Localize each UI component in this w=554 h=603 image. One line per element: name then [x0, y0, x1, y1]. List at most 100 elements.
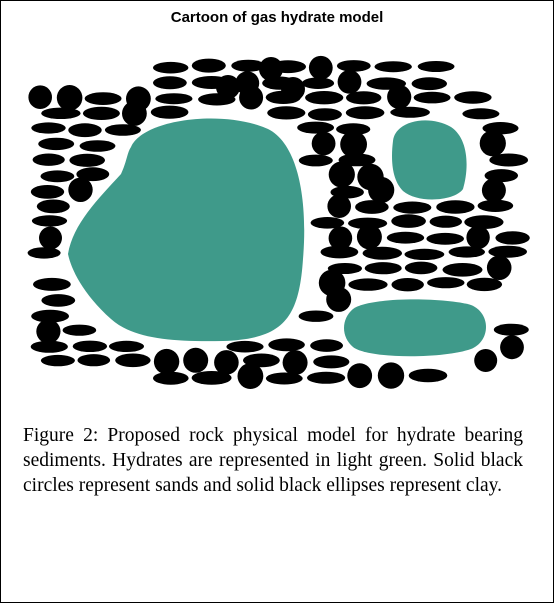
sand-grain	[214, 350, 239, 375]
clay-grain	[393, 202, 431, 214]
clay-grain	[115, 354, 150, 368]
clay-grain	[41, 170, 75, 182]
clay-grain	[363, 247, 402, 260]
clay-grain	[488, 246, 527, 258]
hydrate-region-lower	[344, 299, 486, 356]
clay-grain	[78, 354, 111, 366]
clay-grain	[226, 341, 263, 353]
clay-grain	[192, 371, 232, 385]
sand-grain	[283, 350, 308, 375]
clay-grain	[405, 262, 438, 275]
clay-grain	[430, 216, 462, 228]
clay-grain	[305, 91, 343, 104]
clay-grain	[454, 91, 491, 103]
clay-grain	[302, 77, 334, 89]
clay-grain	[73, 341, 107, 352]
clay-grain	[38, 138, 74, 150]
sand-grain	[281, 77, 305, 101]
clay-grain	[409, 369, 448, 382]
clay-grain	[414, 92, 451, 104]
clay-grain	[426, 233, 464, 245]
sand-grain	[239, 86, 263, 110]
sand-grain	[480, 130, 506, 156]
sand-grain	[329, 161, 355, 187]
clay-grain	[449, 246, 485, 257]
clay-grain	[85, 92, 122, 105]
clay-grain	[392, 278, 424, 291]
clay-grain	[464, 215, 503, 229]
clay-grain	[462, 108, 499, 119]
clay-grain	[69, 154, 105, 167]
clay-grain	[155, 93, 192, 104]
clay-grain	[297, 122, 334, 134]
sand-grain	[326, 287, 351, 312]
sand-grain	[122, 101, 147, 126]
sand-grain	[183, 348, 208, 373]
clay-grain	[390, 107, 430, 118]
clay-grain	[83, 107, 120, 120]
clay-grain	[267, 106, 305, 119]
clay-grain	[192, 59, 226, 73]
clay-grain	[31, 185, 64, 199]
clay-grain	[391, 214, 426, 228]
clay-grain	[41, 294, 75, 307]
sand-grain	[238, 363, 264, 389]
sand-grain	[312, 132, 336, 156]
clay-grain	[151, 106, 189, 119]
clay-grain	[153, 372, 189, 385]
hydrate-region-small	[392, 120, 467, 199]
clay-grain	[31, 341, 68, 353]
sand-grain	[36, 319, 60, 343]
clay-grain	[32, 215, 67, 226]
clay-grain	[31, 122, 65, 133]
clay-grain	[418, 61, 455, 72]
clay-grain	[153, 76, 187, 89]
sand-grain	[387, 85, 411, 109]
clay-grain	[41, 108, 80, 119]
clay-grain	[33, 154, 65, 166]
sand-grain	[154, 349, 179, 374]
clay-grain	[478, 200, 514, 212]
clay-grain	[105, 124, 141, 136]
clay-grain	[365, 262, 402, 274]
clay-grain	[355, 200, 389, 214]
clay-grain	[467, 278, 502, 291]
sand-grain	[259, 57, 283, 81]
sand-grain	[338, 70, 362, 94]
clay-grain	[436, 200, 474, 214]
sand-grain	[357, 224, 382, 249]
clay-grain	[33, 278, 71, 291]
clay-grain	[109, 341, 144, 352]
clay-grain	[495, 231, 529, 244]
hydrate-cartoon	[23, 49, 533, 399]
clay-grain	[348, 278, 387, 290]
sand-grain	[500, 335, 524, 359]
clay-grain	[28, 247, 61, 258]
clay-grain	[405, 249, 445, 260]
clay-grain	[489, 154, 528, 167]
sand-grain	[368, 177, 394, 203]
clay-grain	[337, 60, 371, 72]
sand-grain	[309, 56, 333, 80]
clay-grain	[387, 232, 424, 244]
clay-grain	[443, 263, 483, 277]
clay-grain	[346, 106, 385, 119]
clay-grain	[494, 324, 529, 336]
clay-grain	[68, 123, 101, 137]
sand-grain	[487, 255, 512, 280]
sand-grain	[28, 85, 52, 109]
clay-grain	[266, 373, 303, 385]
clay-grain	[63, 325, 97, 336]
clay-grain	[427, 277, 464, 288]
clay-grain	[268, 338, 305, 351]
sand-grain	[466, 226, 489, 249]
hydrate-region-large	[68, 119, 304, 342]
clay-grain	[412, 77, 447, 90]
clay-grain	[307, 372, 345, 384]
clay-grain	[321, 246, 359, 259]
clay-grain	[41, 355, 75, 366]
clay-grain	[313, 355, 349, 368]
sand-grain	[378, 362, 404, 388]
clay-grain	[153, 62, 188, 74]
